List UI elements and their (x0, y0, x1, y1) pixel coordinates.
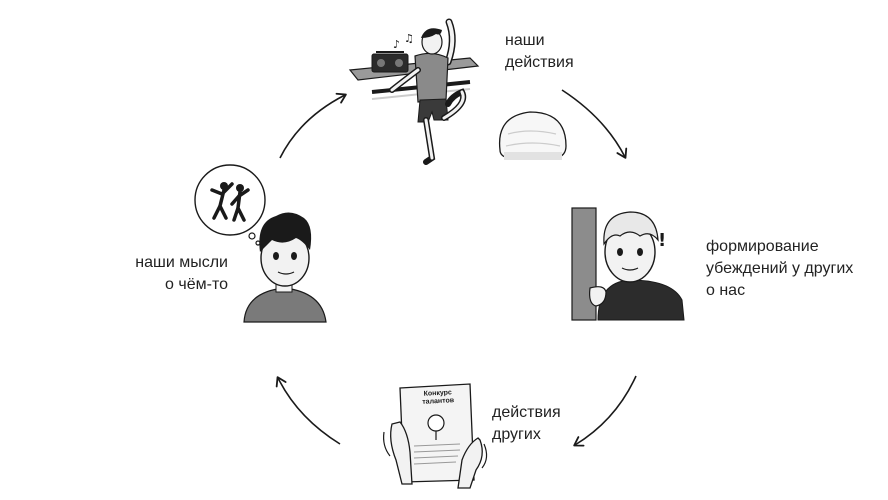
talent-poster-illustration (383, 383, 488, 489)
music-note-icon: ♪ (393, 38, 400, 51)
label-beliefs: формирование убеждений у других о нас (706, 236, 853, 302)
label-line: наши мысли (135, 254, 228, 271)
dancing-boy-illustration: ♪ ♫ (348, 18, 480, 165)
dancing-people-icon (210, 182, 250, 222)
label-line: о чём-то (165, 276, 228, 293)
label-line: о нас (706, 282, 746, 299)
label-others-actions: действия других (492, 402, 561, 446)
label-line: действия (492, 404, 561, 421)
boombox-icon (371, 51, 409, 73)
thinking-boy-illustration (194, 164, 327, 323)
label-line: формирование (706, 238, 819, 255)
label-line: действия (505, 54, 574, 71)
arrow-thoughts-to-actions (279, 92, 347, 159)
label-our-thoughts: наши мысли о чём-то (124, 252, 228, 296)
label-line: убеждений у других (706, 260, 854, 277)
observer-head-illustration (498, 111, 567, 160)
exclamation-icon: ! (658, 230, 666, 251)
arrow-beliefs-to-others (573, 375, 637, 447)
thought-bubble (194, 164, 266, 236)
poster-title: Конкурс талантов (410, 389, 467, 408)
label-our-actions: наши действия (505, 30, 574, 74)
arrow-others-to-thoughts (275, 376, 341, 445)
label-line: других (492, 426, 541, 443)
peeking-boy-illustration: ! (571, 207, 685, 321)
music-note-icon: ♫ (404, 32, 414, 45)
microphone-icon (427, 414, 445, 432)
arrow-actions-to-beliefs (561, 89, 628, 159)
label-line: наши (505, 32, 545, 49)
